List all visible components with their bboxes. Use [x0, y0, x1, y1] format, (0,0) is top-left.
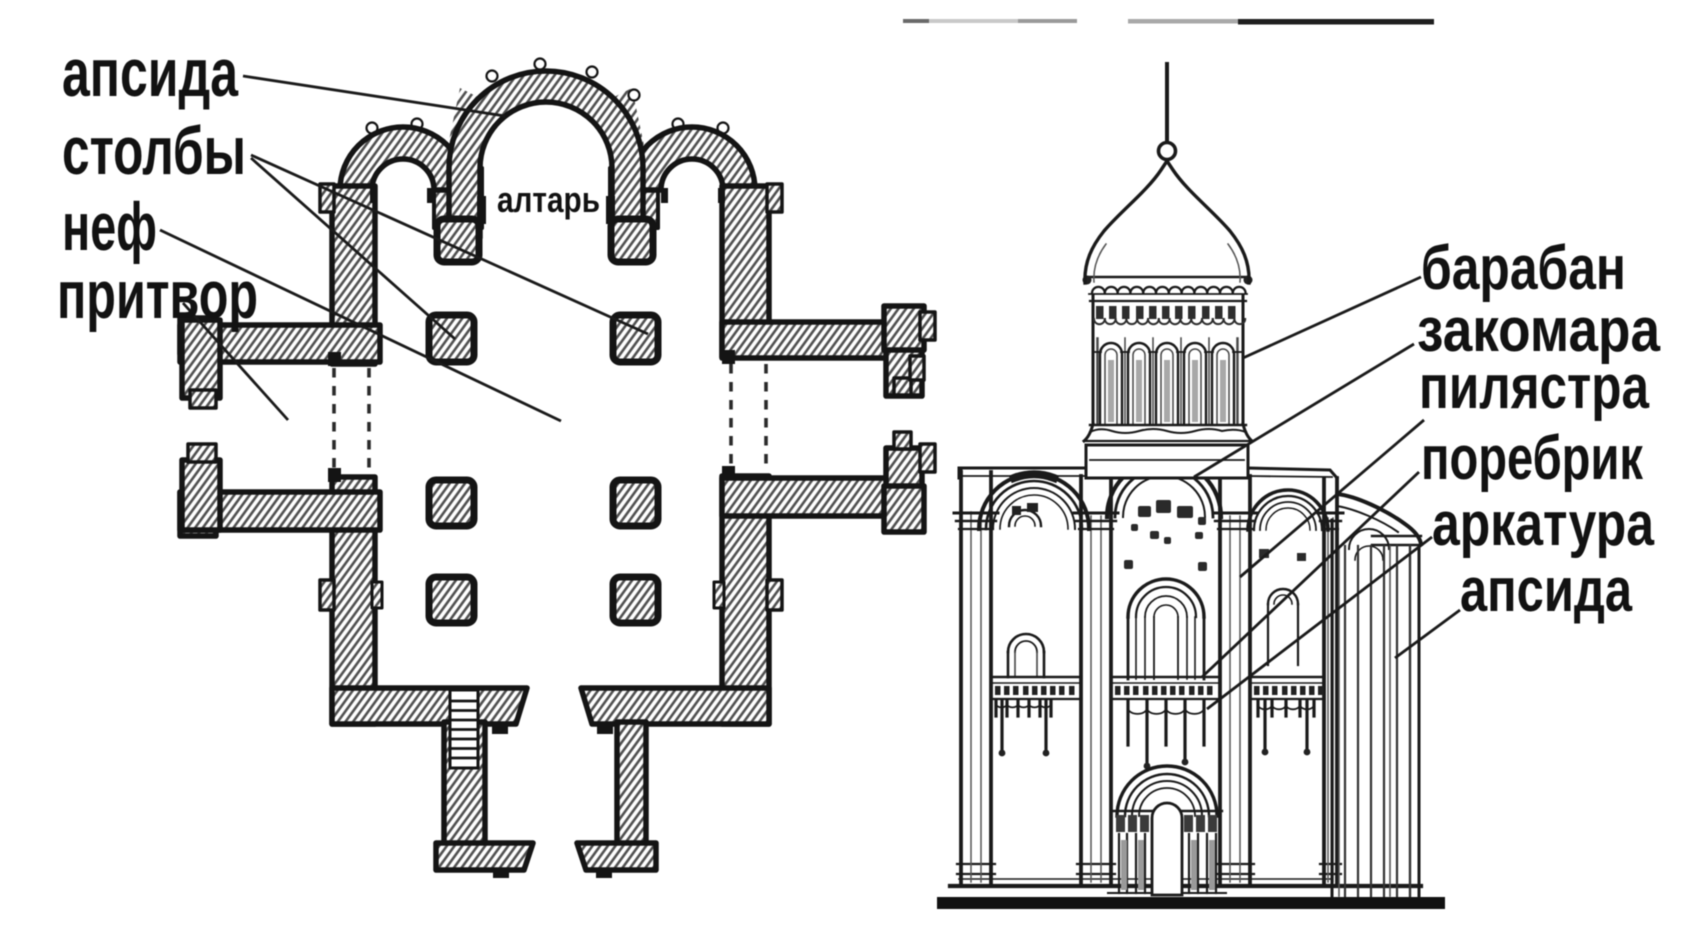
svg-text:закомара: закомара [1417, 296, 1660, 365]
svg-text:алтарь: алтарь [497, 179, 600, 220]
svg-text:столбы: столбы [62, 113, 246, 189]
svg-text:пилястра: пилястра [1419, 353, 1649, 422]
svg-text:неф: неф [62, 189, 157, 265]
svg-text:апсида: апсида [62, 35, 239, 111]
svg-text:притвор: притвор [57, 257, 258, 333]
svg-text:барабан: барабан [1421, 234, 1626, 303]
svg-text:аркатура: аркатура [1432, 490, 1654, 559]
svg-text:поребрик: поребрик [1421, 424, 1644, 493]
svg-text:апсида: апсида [1460, 556, 1632, 625]
